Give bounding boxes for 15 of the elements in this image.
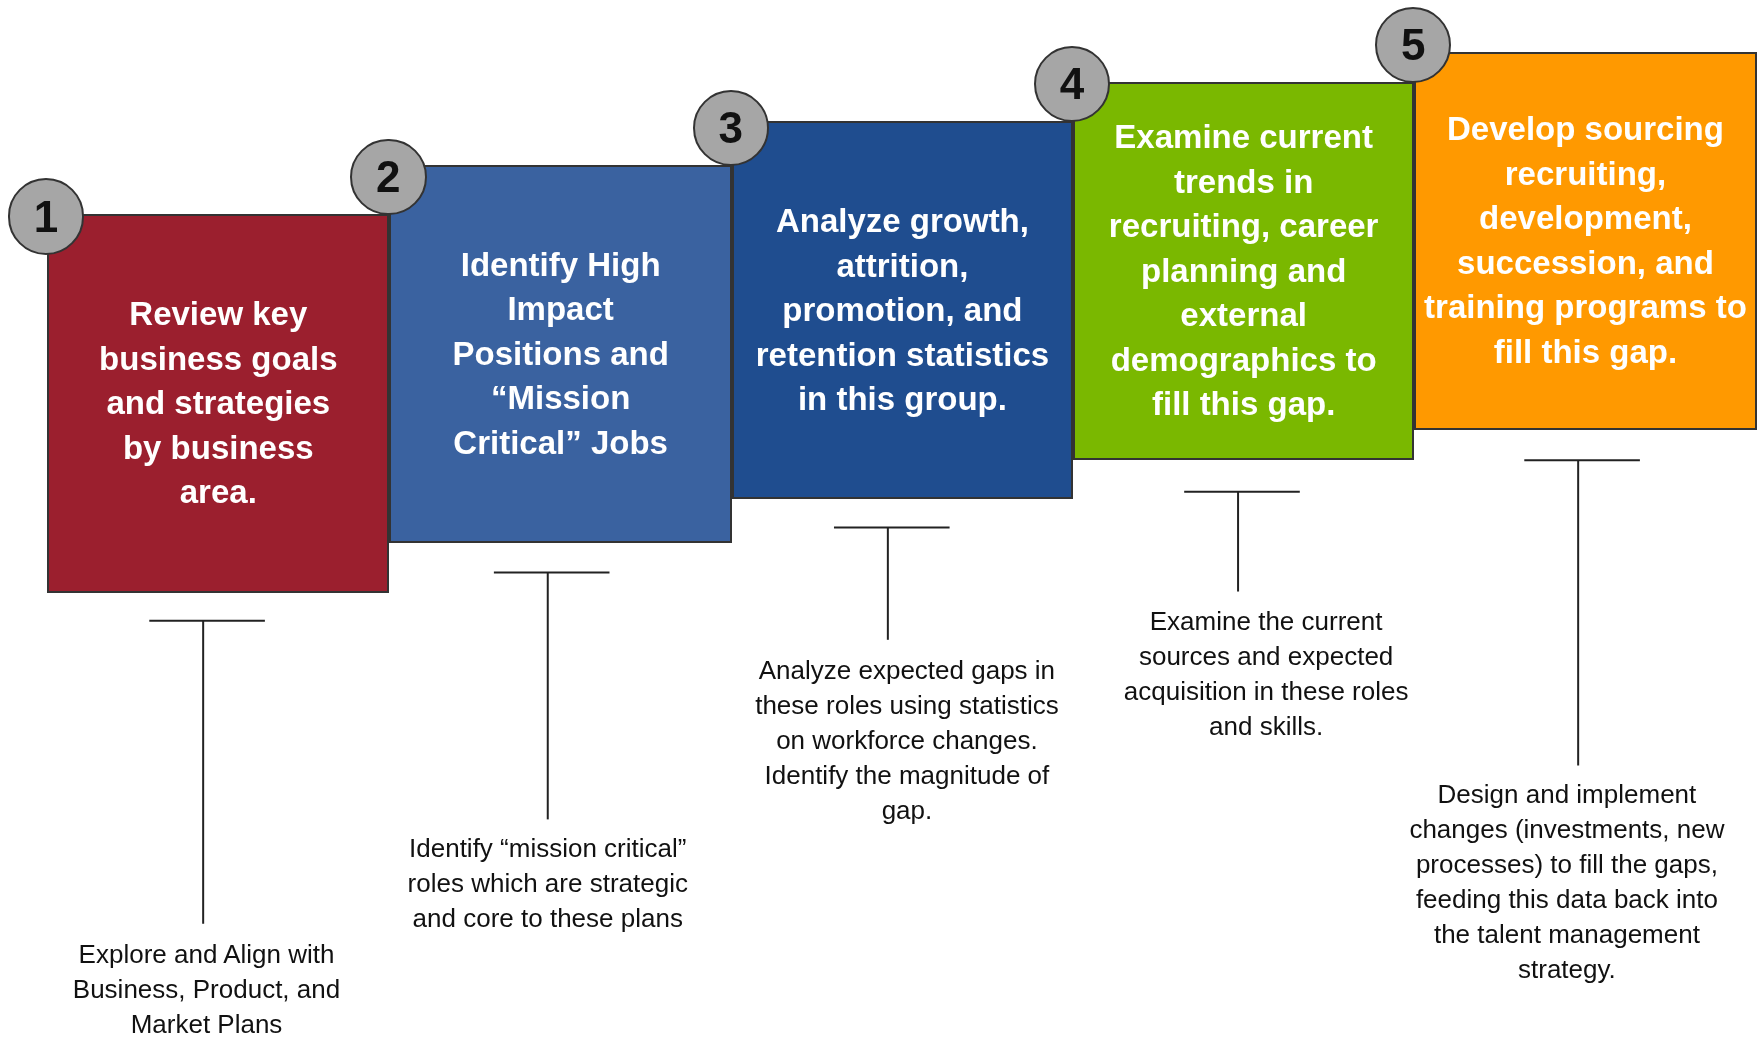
step-number: 5 xyxy=(1400,19,1426,70)
step-number: 2 xyxy=(376,152,401,203)
step-description: Examine the current sources and expected acquisition in these roles and skills. xyxy=(1122,604,1410,743)
step-title: Review key business goals and strategies by business area. xyxy=(98,294,339,513)
step-description: Explore and Align with Business, Product, and Market Plans xyxy=(71,938,342,1037)
step-description: Identify “mission critical” roles which are strategic and core to these plans xyxy=(406,831,689,935)
step-description: Design and implement changes (investments, new processes) to fill the gaps, feeding this data back into the talent management strategy. xyxy=(1408,777,1726,986)
step-number: 1 xyxy=(33,191,59,242)
step-title: Develop sourcing recruiting, development, succession, and training programs to fill this gap. xyxy=(1423,109,1748,372)
step-title: Examine current trends in recruiting, career planning and external demographics to fill this gap. xyxy=(1107,117,1380,425)
step-title: Analyze growth, attrition, promotion, and retention statistics in this group. xyxy=(754,201,1051,420)
step-number: 4 xyxy=(1059,59,1085,110)
step-number: 3 xyxy=(718,102,743,153)
step-title: Identify High Impact Positions and “Mission Critical” Jobs xyxy=(451,244,670,463)
step-description: Analyze expected gaps in these roles using statistics on workforce changes. Identify the magnitude of gap. xyxy=(754,654,1060,828)
